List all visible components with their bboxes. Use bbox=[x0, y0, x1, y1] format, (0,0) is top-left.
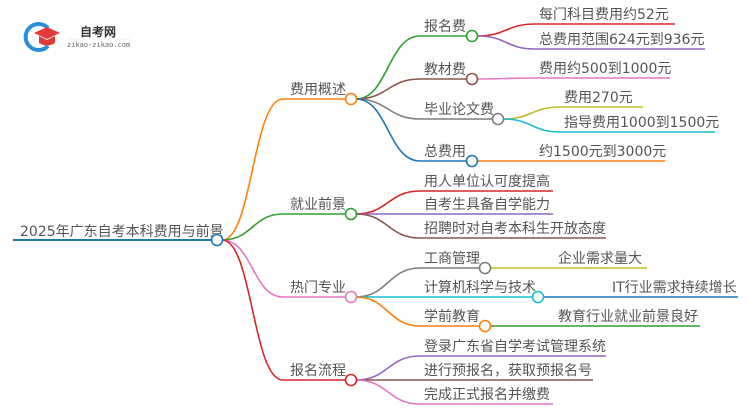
subtopic-collapse-toggle[interactable] bbox=[491, 112, 505, 126]
subtopic-edge bbox=[355, 379, 553, 405]
branch-edge bbox=[221, 239, 346, 298]
graduation-cap-icon bbox=[23, 22, 60, 52]
branch-collapse-toggle[interactable] bbox=[344, 207, 358, 221]
branch-topic[interactable]: 报名流程 bbox=[290, 363, 346, 379]
root-collapse-toggle[interactable] bbox=[210, 233, 224, 247]
logo-url: zikao-zikao.com bbox=[67, 41, 130, 49]
subtopic[interactable]: 教材费 bbox=[424, 62, 466, 78]
subtopic-collapse-toggle[interactable] bbox=[465, 72, 479, 86]
leaf-edge bbox=[477, 77, 670, 80]
subtopic[interactable]: 总费用 bbox=[424, 144, 466, 160]
leaf-topic[interactable]: 每门科目费用约52元 bbox=[539, 7, 669, 23]
subtopic-collapse-toggle[interactable] bbox=[465, 29, 479, 43]
subtopic-edge bbox=[355, 355, 606, 381]
leaf-topic[interactable]: 教育行业就业前景良好 bbox=[558, 308, 698, 325]
subtopic-edge bbox=[355, 296, 480, 327]
subtopic[interactable]: 招聘时对自考本科生开放态度 bbox=[424, 221, 606, 237]
leaf-edge bbox=[503, 118, 715, 133]
branch-collapse-toggle[interactable] bbox=[344, 373, 358, 387]
leaf-topic[interactable]: 费用270元 bbox=[564, 90, 633, 106]
leaf-edge bbox=[477, 23, 675, 37]
subtopic[interactable]: 完成正式报名并缴费 bbox=[424, 387, 550, 403]
subtopic-edge bbox=[355, 35, 467, 100]
subtopic-edge bbox=[355, 267, 480, 298]
subtopic[interactable]: 工商管理 bbox=[424, 251, 480, 267]
subtopic-collapse-toggle[interactable] bbox=[478, 319, 492, 333]
root-topic[interactable]: 2025年广东自考本科费用与前景 bbox=[20, 223, 224, 240]
logo-name: 自考网 bbox=[80, 24, 116, 39]
leaf-topic[interactable]: 约1500元到3000元 bbox=[539, 144, 666, 160]
subtopic[interactable]: 用人单位认可度提高 bbox=[424, 173, 550, 190]
leaf-topic[interactable]: 指导费用1000到1500元 bbox=[564, 115, 719, 131]
leaf-edge bbox=[503, 106, 643, 120]
subtopic[interactable]: 自考生具备自学能力 bbox=[424, 196, 550, 213]
subtopic[interactable]: 毕业论文费 bbox=[424, 102, 494, 118]
subtopic-collapse-toggle[interactable] bbox=[478, 261, 492, 275]
subtopic-collapse-toggle[interactable] bbox=[531, 290, 545, 304]
subtopic[interactable]: 进行预报名，获取预报名号 bbox=[424, 363, 592, 379]
subtopic[interactable]: 登录广东省自学考试管理系统 bbox=[424, 339, 606, 355]
leaf-topic[interactable]: 费用约500到1000元 bbox=[539, 61, 671, 77]
branch-topic[interactable]: 费用概述 bbox=[290, 82, 346, 98]
subtopic-edge bbox=[355, 78, 467, 100]
branch-collapse-toggle[interactable] bbox=[344, 92, 358, 106]
subtopic-edge bbox=[355, 98, 467, 162]
branch-topic[interactable]: 就业前景 bbox=[290, 196, 346, 213]
subtopic-collapse-toggle[interactable] bbox=[465, 154, 479, 168]
subtopic-edge bbox=[355, 98, 493, 120]
logo: 自考网 zikao-zikao.com bbox=[23, 22, 130, 52]
subtopic-edge bbox=[355, 190, 553, 215]
leaf-topic[interactable]: 企业需求量大 bbox=[558, 250, 642, 267]
leaf-topic[interactable]: 总费用范围624元到936元 bbox=[539, 31, 704, 48]
branch-edge bbox=[221, 213, 346, 241]
leaf-edge bbox=[477, 35, 705, 50]
branch-collapse-toggle[interactable] bbox=[344, 290, 358, 304]
subtopic[interactable]: 计算机科学与技术 bbox=[424, 280, 536, 296]
subtopic[interactable]: 报名费 bbox=[424, 19, 466, 35]
subtopic[interactable]: 学前教育 bbox=[424, 308, 480, 325]
leaf-topic[interactable]: IT行业需求持续增长 bbox=[612, 279, 737, 296]
branch-edge bbox=[221, 98, 346, 241]
branch-edge bbox=[221, 239, 346, 381]
branch-topic[interactable]: 热门专业 bbox=[290, 280, 346, 296]
subtopic-edge bbox=[355, 213, 606, 239]
